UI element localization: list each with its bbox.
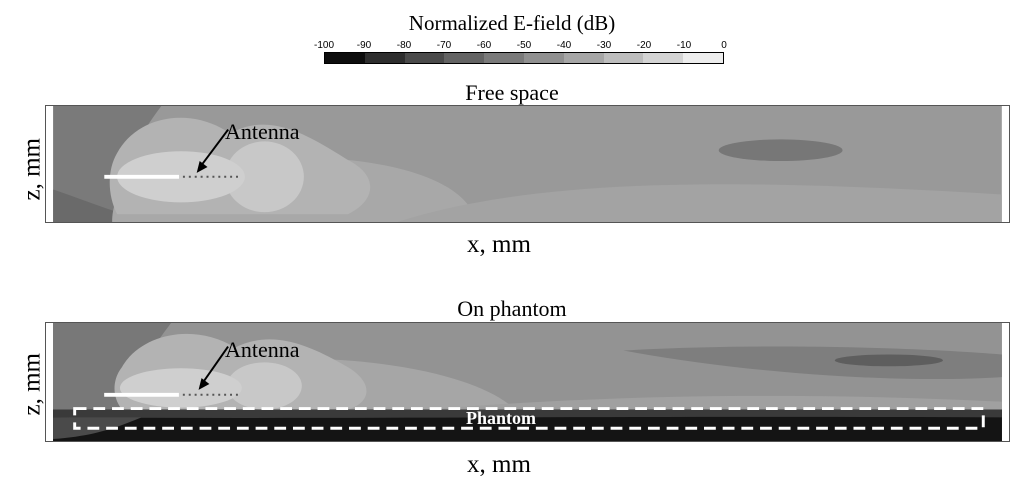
near-field-region	[227, 362, 302, 410]
colorbar-tick-label: -20	[636, 40, 652, 51]
colorbar-segment	[643, 53, 684, 63]
panel1-x-axis-label: x, mm	[467, 231, 531, 258]
antenna-annotation: Antenna	[225, 119, 300, 144]
annotation-arrow	[197, 129, 229, 170]
edge-low-field-region	[53, 323, 172, 410]
phantom-surface-region	[53, 409, 1002, 418]
on-phantom-field-map	[45, 322, 1010, 442]
antenna-near-region	[117, 151, 245, 203]
colorbar-tick-label: -40	[556, 40, 572, 51]
colorbar-tick-label: -30	[596, 40, 612, 51]
panel1-z-axis-label: z, mm	[18, 138, 46, 201]
colorbar	[324, 52, 724, 64]
colorbar-tick-label: -60	[476, 40, 492, 51]
phantom-outline	[73, 407, 985, 430]
annotation-arrowhead	[196, 161, 208, 173]
colorbar-title: Normalized E-field (dB)	[408, 11, 616, 35]
antenna-annotation: Antenna	[225, 337, 300, 362]
colorbar-segment	[444, 53, 485, 63]
annotation-arrow	[199, 346, 229, 387]
annotation-arrowhead	[198, 378, 210, 390]
null-region	[718, 139, 843, 162]
free-space-field-map	[45, 105, 1010, 223]
colorbar-tick-label: -70	[436, 40, 452, 51]
antenna-near-region	[119, 368, 242, 408]
colorbar-tick-label: 0	[721, 40, 727, 51]
panel-title-on-phantom: On phantom	[457, 296, 567, 321]
colorbar-tick-label: -90	[356, 40, 372, 51]
phantom-label: Phantom	[466, 408, 537, 428]
far-lower-region	[426, 395, 1002, 410]
colorbar-segment	[523, 53, 564, 63]
panel2-x-axis-label: x, mm	[467, 451, 531, 478]
colorbar-segment	[563, 53, 604, 63]
colorbar-tick-label: -10	[676, 40, 692, 51]
colorbar-segment	[683, 53, 723, 63]
panel2-z-axis-label: z, mm	[18, 353, 46, 416]
colorbar-segment	[484, 53, 524, 63]
corner-low-field-region	[53, 189, 152, 222]
near-field-region	[225, 141, 304, 213]
null-region	[834, 354, 943, 367]
colorbar-tick-label: -100	[313, 40, 335, 51]
colorbar-segment	[364, 53, 405, 63]
far-lower-region	[397, 184, 1002, 222]
colorbar-tick-label: -50	[516, 40, 532, 51]
colorbar-segment	[603, 53, 644, 63]
upper-null-band	[623, 346, 1002, 380]
panel-title-free-space: Free space	[465, 80, 559, 105]
colorbar-segment	[325, 53, 365, 63]
colorbar-segment	[404, 53, 445, 63]
colorbar-tick-label: -80	[396, 40, 412, 51]
